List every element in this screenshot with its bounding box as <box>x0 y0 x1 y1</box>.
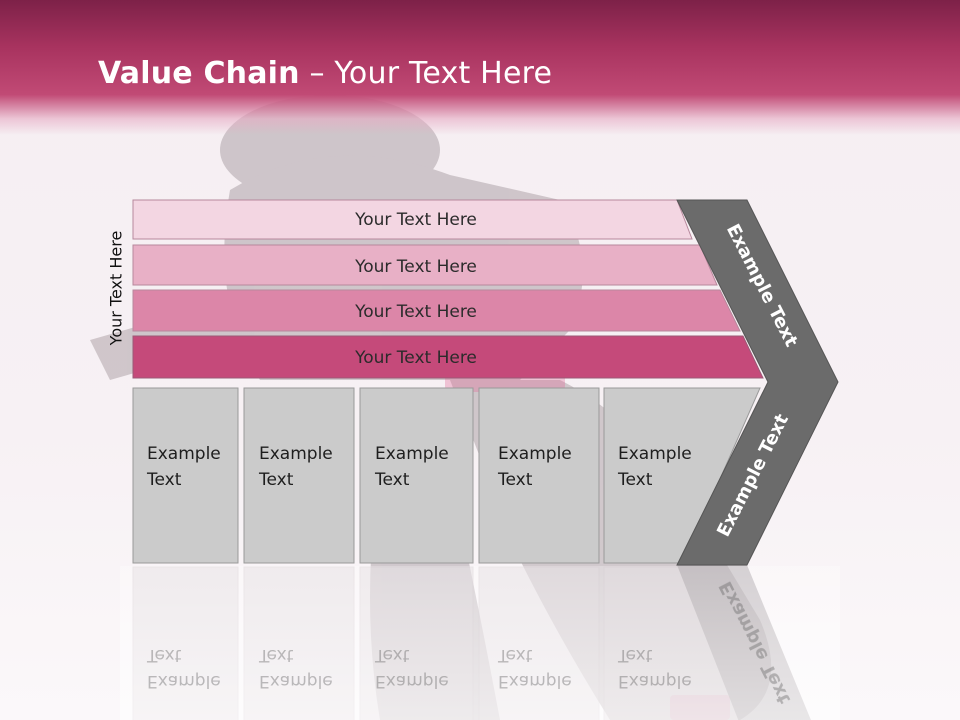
refl-box-2-line1: Example <box>259 671 333 691</box>
refl-box-4-line1: Example <box>498 671 572 691</box>
title-bar <box>0 0 960 135</box>
activity-box-2[interactable] <box>243 387 355 564</box>
refl-box-1-line2: Text <box>146 645 182 665</box>
activity-box-3[interactable] <box>359 387 474 564</box>
refl-box-5-line1: Example <box>618 671 692 691</box>
slide-title: Value Chain – Your Text Here <box>98 56 552 91</box>
title-bold: Value Chain <box>98 56 300 91</box>
box-4-line1: Example <box>498 444 572 464</box>
bar-2-label: Your Text Here <box>354 257 477 277</box>
box-1-line2: Text <box>146 470 182 490</box>
box-2-line1: Example <box>259 444 333 464</box>
chevron-arrow[interactable] <box>676 199 839 566</box>
refl-box-2-line2: Text <box>258 645 294 665</box>
bar-4-label: Your Text Here <box>354 348 477 368</box>
activity-box-1[interactable] <box>132 387 239 564</box>
refl-box-1-line1: Example <box>147 671 221 691</box>
refl-box-3-line2: Text <box>374 645 410 665</box>
bar-3[interactable] <box>132 289 741 332</box>
bar-3-label: Your Text Here <box>354 302 477 322</box>
box-2-line2: Text <box>258 470 294 490</box>
bar-4[interactable] <box>132 335 764 379</box>
bar-1[interactable] <box>132 199 693 240</box>
refl-box-4-line2: Text <box>497 645 533 665</box>
bar-1-label: Your Text Here <box>354 210 477 230</box>
box-3-line1: Example <box>375 444 449 464</box>
box-5-line1: Example <box>618 444 692 464</box>
title-rest: – Your Text Here <box>299 56 553 91</box>
bar-2[interactable] <box>132 244 718 286</box>
refl-box-3-line1: Example <box>375 671 449 691</box>
box-4-line2: Text <box>497 470 533 490</box>
box-5-line2: Text <box>617 470 653 490</box>
refl-box-5-line2: Text <box>617 645 653 665</box>
box-3-line2: Text <box>374 470 410 490</box>
box-1-line1: Example <box>147 444 221 464</box>
activity-box-4[interactable] <box>478 387 600 564</box>
